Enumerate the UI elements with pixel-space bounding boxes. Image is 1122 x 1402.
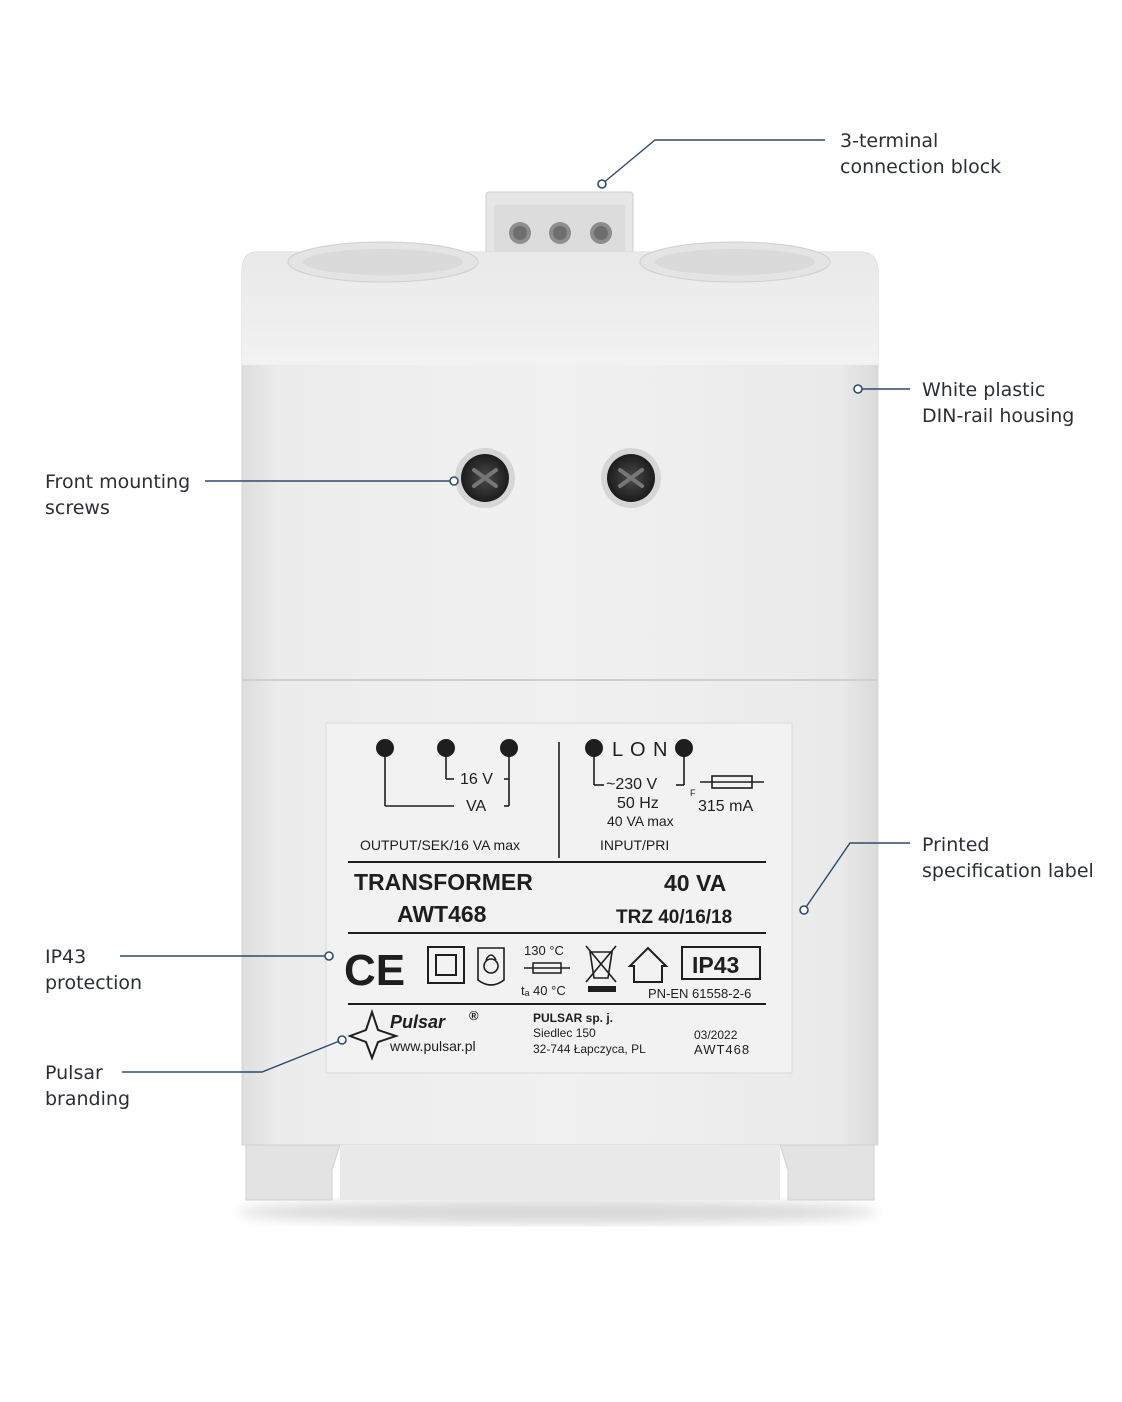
callout-housing-line1: White plastic	[922, 379, 1046, 401]
safety-transformer-icon	[477, 947, 505, 986]
brand-name: Pulsar	[390, 1012, 446, 1032]
mounting-screw-right	[601, 448, 661, 508]
input-voltage: ~230 V	[606, 776, 657, 793]
callout-spec-label: Printed specification label	[922, 832, 1094, 884]
callout-screws: Front mounting screws	[45, 469, 190, 521]
callout-spec-line1: Printed	[922, 834, 990, 856]
callout-branding: Pulsar branding	[45, 1060, 130, 1112]
trz-code: TRZ 40/16/18	[616, 907, 732, 928]
ce-mark-icon: CE	[344, 946, 405, 995]
callout-housing-line2: DIN-rail housing	[922, 405, 1075, 427]
temperature-ambient: tₐ 40 °C	[521, 983, 566, 998]
callout-screws-line2: screws	[45, 497, 110, 519]
leader-terminal-block	[601, 139, 825, 185]
ip-rating: IP43	[692, 952, 739, 978]
output-caption: OUTPUT/SEK/16 VA max	[360, 837, 520, 853]
input-power: 40 VA max	[607, 813, 674, 829]
input-caption: INPUT/PRI	[600, 837, 669, 853]
callout-spec-line2: specification label	[922, 860, 1094, 882]
callout-housing: White plastic DIN-rail housing	[922, 377, 1074, 429]
input-terminals: L O N	[612, 739, 669, 761]
ip-rating-box	[681, 946, 761, 980]
model-code: AWT468	[694, 1042, 750, 1057]
standard-number: PN-EN 61558-2-6	[648, 986, 751, 1001]
company-address-line2: 32-744 Łapczyca, PL	[533, 1042, 646, 1056]
fuse-rating: 315 mA	[698, 798, 753, 815]
spec-label: 16 V VA OUTPUT/SEK/16 VA max L O N ~230 …	[325, 722, 793, 1074]
terminal-block	[485, 191, 634, 259]
leader-branding	[122, 1039, 343, 1073]
mounting-screw-left	[455, 448, 515, 508]
double-insulation-icon	[427, 946, 465, 984]
output-wiring-diagram	[384, 742, 560, 858]
website: www.pulsar.pl	[389, 1038, 476, 1054]
callout-screws-line1: Front mounting	[45, 471, 191, 493]
output-va: VA	[466, 798, 486, 815]
brand-registered-mark: ®	[469, 1008, 479, 1023]
temperature-max: 130 °C	[524, 943, 564, 958]
callout-ip-line1: IP43	[45, 946, 87, 968]
indoor-use-house-icon	[627, 946, 669, 983]
leader-dots	[324, 179, 863, 1045]
callout-terminal-block: 3-terminal connection block	[840, 128, 1001, 180]
company-address-line1: Siedlec 150	[533, 1026, 596, 1040]
fuse-type: F	[690, 788, 696, 798]
callout-ip-line2: protection	[45, 972, 143, 994]
model-name: AWT468	[397, 901, 487, 927]
weee-bin-icon	[585, 945, 617, 983]
callout-terminal-line1: 3-terminal	[840, 130, 939, 152]
input-wiring-diagram	[593, 752, 764, 789]
fuse-symbol-icon	[524, 962, 570, 974]
product-type: TRANSFORMER	[354, 869, 533, 895]
power-rating: 40 VA	[664, 870, 726, 896]
production-date: 03/2022	[694, 1028, 738, 1042]
company-name: PULSAR sp. j.	[533, 1011, 613, 1025]
callout-brand-line1: Pulsar	[45, 1062, 103, 1084]
leader-spec-label	[803, 842, 910, 911]
output-voltage: 16 V	[460, 771, 493, 788]
pulsar-star-logo-icon	[347, 1008, 400, 1061]
callout-ip-protection: IP43 protection	[45, 944, 142, 996]
leader-lines	[120, 139, 910, 1073]
input-frequency: 50 Hz	[617, 795, 659, 812]
callout-terminal-line2: connection block	[840, 156, 1002, 178]
callout-brand-line2: branding	[45, 1088, 130, 1110]
